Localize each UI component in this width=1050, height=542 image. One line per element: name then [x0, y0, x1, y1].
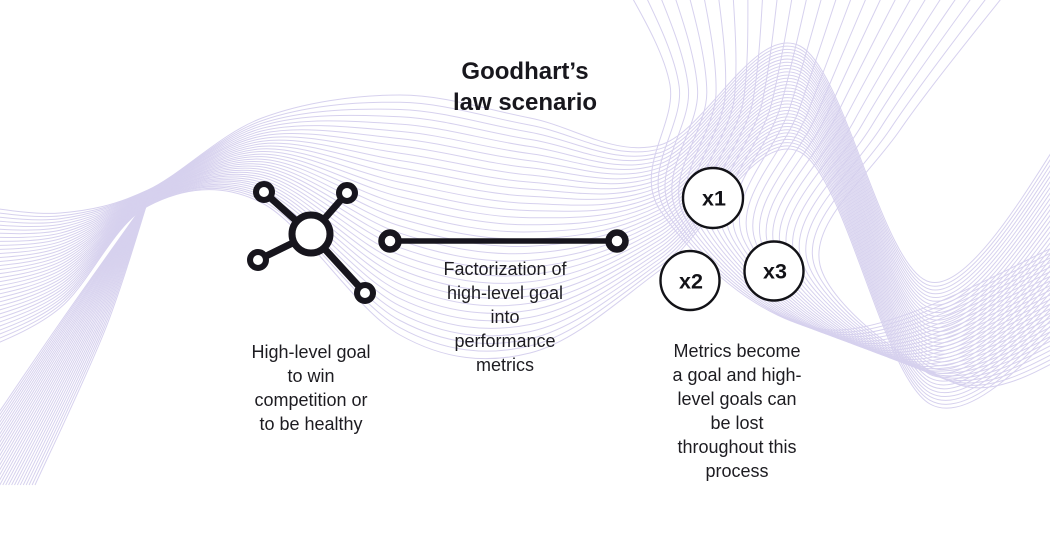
network-hub-icon — [247, 181, 376, 304]
hub-satellite-node — [247, 249, 269, 271]
edge-endpoint-node — [605, 229, 629, 253]
metrics-caption: Metrics become a goal and high- level go… — [672, 341, 802, 481]
hub-satellite-node — [354, 282, 376, 304]
metric-x3-label: x3 — [763, 260, 787, 284]
metric-x1-label: x1 — [702, 187, 726, 211]
hub-center-node — [288, 211, 334, 257]
hub-satellite-node — [336, 182, 358, 204]
factorization-caption: Factorization of high-level goal into pe… — [443, 259, 567, 375]
hub-satellite-node — [253, 181, 275, 203]
edge-line-icon — [378, 229, 629, 253]
metric-x2-circle — [659, 249, 721, 312]
metric-circles-group: x1 x2 x3 — [659, 166, 805, 312]
metric-x1-circle — [681, 166, 745, 230]
diagram-title: Goodhart’s law scenario — [452, 58, 598, 116]
metric-x3-circle — [743, 240, 805, 302]
goal-caption: High-level goal to win competition or to… — [251, 342, 371, 434]
edge-endpoint-node — [378, 229, 402, 253]
metric-x2-label: x2 — [679, 270, 703, 294]
